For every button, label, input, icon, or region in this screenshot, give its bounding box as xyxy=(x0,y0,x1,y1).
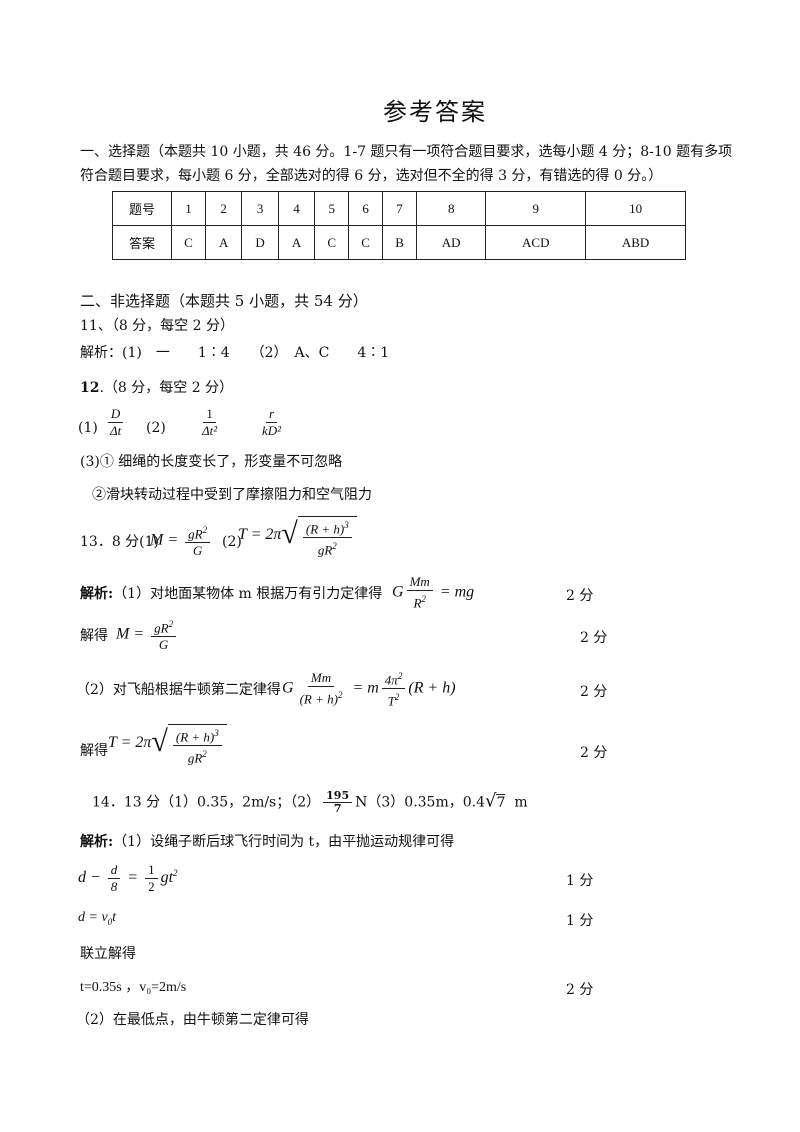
section1-instructions-line2: 符合题目要求，每小题 6 分，全部选对的得 6 分，选对但不全的得 3 分，有错… xyxy=(80,168,663,184)
q13-analysis-text1: （1）对地面某物体 m 根据万有引力定律得 xyxy=(113,586,383,602)
q14-analysis-line1: 解析:（1）设绳子断后球飞行时间为 t，由平抛运动规律可得 xyxy=(80,832,454,852)
question-number-cell: 3 xyxy=(241,191,279,226)
question-number-cell: 7 xyxy=(382,191,417,226)
q12-part1-label: (1) xyxy=(78,420,98,436)
fraction-denominator: kD² xyxy=(262,423,282,438)
q13-analysis-line1: 解析:（1）对地面某物体 m 根据万有引力定律得 xyxy=(80,584,382,604)
answer-cell: AD xyxy=(415,225,487,260)
answer-cell: D xyxy=(241,225,279,260)
answer-cell: A xyxy=(277,225,316,260)
question-number-cell: 2 xyxy=(204,191,243,226)
q14-analysis-line2: 联立解得 xyxy=(80,946,136,962)
question-number-cell: 1 xyxy=(171,191,206,226)
q14-formula-horizontal: d = v0t xyxy=(78,910,117,927)
question-number-cell: 10 xyxy=(585,191,686,226)
fraction-denominator: Δt xyxy=(110,423,122,438)
q13-analysis-line3: （2）对飞船根据牛顿第二定律得 xyxy=(76,682,281,698)
q14-score-1: 1 分 xyxy=(566,873,594,889)
fraction-numerator: 195 xyxy=(323,790,353,803)
q12-number: 12 xyxy=(80,380,100,396)
q14-score-2: 1 分 xyxy=(566,913,594,929)
q12-header: 12.（8 分，每空 2 分） xyxy=(80,378,233,398)
q12-part2-label: (2) xyxy=(146,420,166,436)
section1-instructions-line1: 一、选择题（本题共 10 小题，共 46 分。1-7 题只有一项符合题目要求，选… xyxy=(80,144,733,160)
question-number-cell: 4 xyxy=(277,191,316,226)
q13-analysis-line4: 解得 xyxy=(80,743,108,759)
q11-header: 11、（8 分，每空 2 分） xyxy=(80,318,234,334)
answer-cell: C xyxy=(314,225,350,260)
q14-header-c: m xyxy=(514,794,528,811)
analysis-label: 解析: xyxy=(80,586,114,602)
page-title: 参考答案 xyxy=(383,98,487,126)
q14-header-b: N（3）0.35m，0.4 xyxy=(355,794,485,811)
fraction-numerator: 1 xyxy=(203,406,216,423)
question-number-cell: 6 xyxy=(348,191,384,226)
section2-heading: 二、非选择题（本题共 5 小题，共 54 分） xyxy=(80,292,368,310)
answer-cell: A xyxy=(204,225,243,260)
q11-analysis: 解析：(1) 一 1∶4 （2） A、C 4∶1 xyxy=(80,345,390,361)
q14-analysis-line4: （2）在最低点，由牛顿第二定律可得 xyxy=(76,1012,309,1028)
answer-cell: C xyxy=(348,225,384,260)
question-number-cell: 5 xyxy=(314,191,350,226)
fraction-denominator: Δt² xyxy=(202,423,218,438)
q13-score-4: 2 分 xyxy=(580,745,608,761)
answer-table: 题号 1 2 3 4 5 6 7 8 9 10 答案 C A D A C C B… xyxy=(112,191,686,260)
q14-root: 7 xyxy=(496,793,506,811)
q12-header-rest: .（8 分，每空 2 分） xyxy=(99,380,234,396)
answer-cell: B xyxy=(382,225,417,260)
answer-cell: ACD xyxy=(485,225,587,260)
q12-line4: ②滑块转动过程中受到了摩擦阻力和空气阻力 xyxy=(92,487,372,503)
table-row-answers: 答案 C A D A C C B AD ACD ABD xyxy=(112,225,686,260)
q13-analysis-line2: 解得 xyxy=(80,628,108,644)
q13-score-1: 2 分 xyxy=(566,588,594,604)
q14-header-a: 14．13 分（1）0.35，2m/s；（2） xyxy=(92,794,321,811)
fraction-numerator: D xyxy=(107,406,124,423)
q13-score-2: 2 分 xyxy=(580,630,608,646)
q14-analysis-text1: （1）设绳子断后球飞行时间为 t，由平抛运动规律可得 xyxy=(113,834,455,850)
q12-line3: (3)① 细绳的长度变长了，形变量不可忽略 xyxy=(80,454,343,470)
table-row-label: 题号 xyxy=(112,191,172,226)
analysis-label: 解析: xyxy=(80,834,114,850)
question-number-cell: 8 xyxy=(415,191,487,226)
q13-score-3: 2 分 xyxy=(580,684,608,700)
q14-analysis-line3: t=0.35s ，v₀=2m/s xyxy=(80,980,187,995)
answer-cell: ABD xyxy=(585,225,686,260)
answer-cell: C xyxy=(171,225,206,260)
q14-score-3: 2 分 xyxy=(566,982,594,998)
fraction-denominator: 7 xyxy=(333,802,342,815)
q13-header: 13．8 分(1) xyxy=(80,534,160,550)
table-row-label: 答案 xyxy=(112,225,172,260)
fraction-numerator: r xyxy=(266,406,278,423)
table-row-numbers: 题号 1 2 3 4 5 6 7 8 9 10 xyxy=(112,191,686,226)
question-number-cell: 9 xyxy=(485,191,587,226)
q13-part2-label: (2) xyxy=(222,534,242,550)
